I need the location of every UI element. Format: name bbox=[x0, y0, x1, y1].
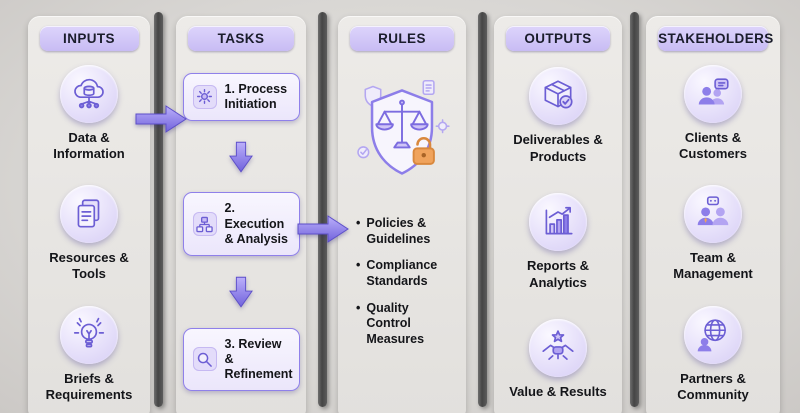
magnifier-icon bbox=[192, 347, 217, 372]
input-item-resources: Resources & Tools bbox=[34, 185, 144, 283]
package-check-icon bbox=[529, 67, 587, 126]
down-arrow-icon bbox=[229, 276, 253, 308]
shield-scales-icon bbox=[344, 73, 460, 194]
item-label: Data & Information bbox=[53, 129, 125, 161]
documents-icon bbox=[60, 185, 118, 244]
task-label: 3. Review & Refinement bbox=[224, 336, 293, 382]
column-outputs: OUTPUTS Deliverables & Products bbox=[494, 16, 622, 413]
output-item-deliverables: Deliverables & Products bbox=[500, 67, 616, 165]
inputs-header: INPUTS bbox=[39, 26, 139, 51]
outputs-items: Deliverables & Products Reports & Analyt… bbox=[500, 51, 616, 413]
column-divider bbox=[154, 12, 163, 407]
column-divider bbox=[630, 12, 639, 407]
item-label: Team & Management bbox=[673, 250, 753, 282]
item-label: Value & Results bbox=[509, 384, 607, 400]
column-inputs: INPUTS Data & Information bbox=[28, 16, 150, 413]
column-divider bbox=[318, 12, 327, 407]
flowchart-icon bbox=[192, 212, 217, 237]
team-icon bbox=[684, 185, 742, 244]
rule-text: Compliance Standards bbox=[366, 258, 438, 288]
rule-text: Quality Control Measures bbox=[366, 300, 425, 346]
rules-header: RULES bbox=[349, 26, 455, 51]
stakeholder-item-clients: Clients & Customers bbox=[654, 64, 772, 163]
tasks-steps: 1. Process Initiation 2. Execution & Ana… bbox=[182, 51, 300, 413]
rule-text: Policies & Guidelines bbox=[366, 216, 431, 246]
rules-list: • Policies & Guidelines • Compliance Sta… bbox=[344, 216, 460, 347]
column-stakeholders: STAKEHOLDERS Clients & Customers bbox=[646, 16, 780, 413]
task-label: 1. Process Initiation bbox=[224, 81, 288, 111]
bullet-marker: • bbox=[356, 300, 361, 315]
task-step-2: 2. Execution & Analysis bbox=[182, 192, 300, 257]
stakeholders-items: Clients & Customers Team & Managem bbox=[652, 51, 774, 413]
inputs-items: Data & Information Resources & Tools bbox=[34, 51, 144, 413]
stakeholders-header: STAKEHOLDERS bbox=[658, 26, 773, 51]
down-arrow-icon bbox=[229, 141, 253, 173]
task-step-3: 3. Review & Refinement bbox=[182, 327, 300, 392]
cloud-data-icon bbox=[60, 64, 118, 123]
outputs-header: OUTPUTS bbox=[505, 26, 611, 51]
flow-arrow-inputs-to-tasks bbox=[135, 105, 187, 133]
stakeholder-item-team: Team & Management bbox=[654, 185, 772, 283]
item-label: Partners & Community bbox=[677, 370, 749, 403]
item-label: Resources & Tools bbox=[49, 250, 129, 282]
lightbulb-icon bbox=[60, 305, 118, 364]
column-rules: RULES bbox=[338, 16, 466, 413]
input-item-briefs: Briefs & Requirements bbox=[34, 305, 144, 404]
output-item-reports: Reports & Analytics bbox=[500, 193, 616, 291]
item-label: Clients & Customers bbox=[679, 129, 747, 161]
item-label: Briefs & Requirements bbox=[45, 370, 133, 403]
bar-chart-icon bbox=[529, 193, 587, 252]
rule-item: • Quality Control Measures bbox=[356, 301, 454, 348]
task-label: 2. Execution & Analysis bbox=[224, 201, 288, 246]
input-item-data: Data & Information bbox=[34, 64, 144, 163]
bullet-marker: • bbox=[356, 258, 361, 273]
flow-arrow-tasks-to-rules bbox=[297, 215, 349, 243]
rule-item: • Policies & Guidelines bbox=[356, 216, 454, 247]
output-item-value: Value & Results bbox=[509, 319, 607, 400]
globe-person-icon bbox=[684, 305, 742, 364]
handshake-star-icon bbox=[528, 319, 587, 378]
clients-chat-icon bbox=[684, 64, 742, 123]
rule-item: • Compliance Standards bbox=[356, 258, 454, 289]
item-label: Deliverables & Products bbox=[513, 132, 603, 164]
column-tasks: TASKS 1. Process Initiation bbox=[176, 16, 306, 413]
gear-icon bbox=[192, 84, 217, 109]
task-step-1: 1. Process Initiation bbox=[182, 72, 300, 122]
item-label: Reports & Analytics bbox=[526, 258, 590, 290]
stakeholder-item-partners: Partners & Community bbox=[654, 305, 772, 404]
tasks-header: TASKS bbox=[187, 26, 295, 51]
bullet-marker: • bbox=[356, 216, 361, 230]
column-divider bbox=[478, 12, 487, 407]
